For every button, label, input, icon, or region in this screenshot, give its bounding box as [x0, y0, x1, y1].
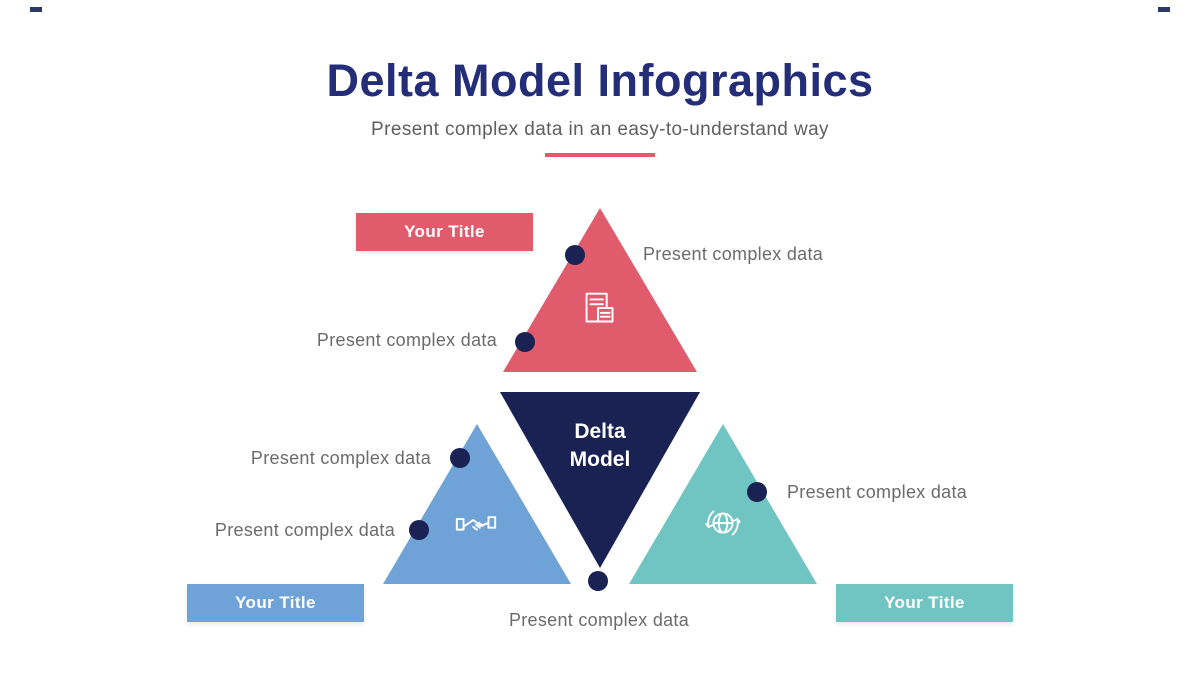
badge-right-label: Your Title [884, 593, 965, 612]
caption-mid-left: Present complex data [250, 448, 431, 468]
handshake-icon [453, 498, 499, 544]
badge-left-label: Your Title [235, 593, 316, 612]
caption-lower-left: Present complex data [214, 520, 395, 540]
center-label-line1: Delta [574, 420, 626, 443]
page-title: Delta Model Infographics [326, 55, 874, 106]
center-label-line2: Model [569, 447, 631, 471]
dot-bottom-center [588, 571, 608, 591]
dot-lower-left [409, 520, 429, 540]
caption-bottom-center: Present complex data [508, 610, 690, 630]
dot-top-left [515, 332, 535, 352]
page-subtitle: Present complex data in an easy-to-under… [371, 119, 829, 140]
document-icon [577, 287, 623, 333]
title-underline-accent [545, 153, 655, 157]
dot-top-right [565, 245, 585, 265]
badge-top-your-title: Your Title [356, 213, 533, 251]
dot-mid-right [747, 482, 767, 502]
center-triangle-label: Delta Model [500, 418, 700, 473]
caption-top-right: Present complex data [643, 244, 824, 264]
corner-mark-right [1158, 7, 1170, 12]
badge-left-your-title: Your Title [187, 584, 364, 622]
corner-mark-left [30, 7, 42, 12]
globe-icon [700, 500, 746, 546]
caption-mid-right: Present complex data [787, 482, 968, 502]
dot-mid-left [450, 448, 470, 468]
caption-top-left: Present complex data [316, 330, 497, 350]
badge-top-label: Your Title [404, 222, 485, 241]
badge-right-your-title: Your Title [836, 584, 1013, 622]
